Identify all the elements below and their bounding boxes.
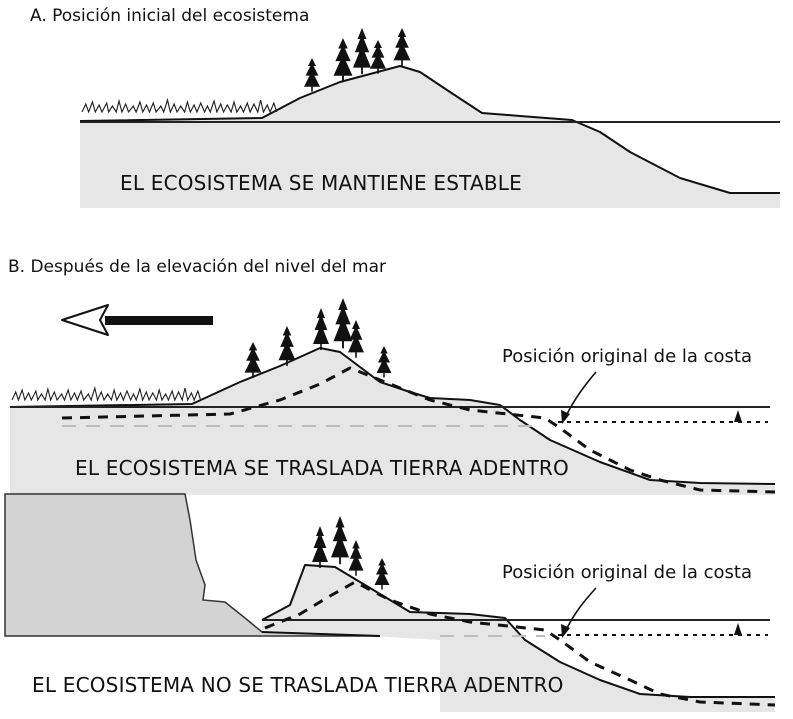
tree-icon [374,558,390,590]
tree-icon [333,38,353,83]
tree-icon [333,298,353,349]
scenario-2-original-profile-line [264,580,776,707]
panel-a-shrubs [81,99,278,113]
shrub-icon [11,387,202,401]
tree-icon [393,28,411,66]
water-level-marker-icon [734,410,742,422]
scenario-2-coast-label: Posición original de la costa [502,562,752,583]
scenario-2-profile [4,493,776,712]
seawall-cliff [4,493,381,637]
tree-icon [278,326,296,366]
scenario-1-original-profile-line [61,366,776,494]
tree-icon [313,308,329,350]
tree-icon [353,28,371,75]
water-level-marker-icon [734,623,742,635]
tree-icon [244,342,262,378]
scenario-1-caption: EL ECOSISTEMA SE TRASLADA TIERRA ADENTRO [75,456,569,480]
panel-a-profile [79,65,780,208]
tree-icon [331,516,349,565]
tree-icon [304,58,320,92]
tree-icon [348,320,364,358]
panel-a-caption: EL ECOSISTEMA SE MANTIENE ESTABLE [120,171,522,195]
tree-icon [312,526,328,568]
left-arrow-icon [61,304,213,336]
shrub-icon [81,99,278,113]
tree-icon [348,540,364,576]
panel-b-heading: B. Después de la elevación del nivel del… [8,257,386,277]
scenario-1-coast-label: Posición original de la costa [502,346,752,367]
tree-icon [370,40,386,74]
scenario-2-caption: EL ECOSISTEMA NO SE TRASLADA TIERRA ADEN… [32,673,564,697]
pointer-arrow-icon [561,371,597,424]
panel-a-heading: A. Posición inicial del ecosistema [30,6,309,26]
scenario-1-shrubs [11,387,202,401]
tree-icon [376,346,392,378]
pointer-arrow-icon [561,587,597,638]
scenario-1-profile [9,347,776,495]
